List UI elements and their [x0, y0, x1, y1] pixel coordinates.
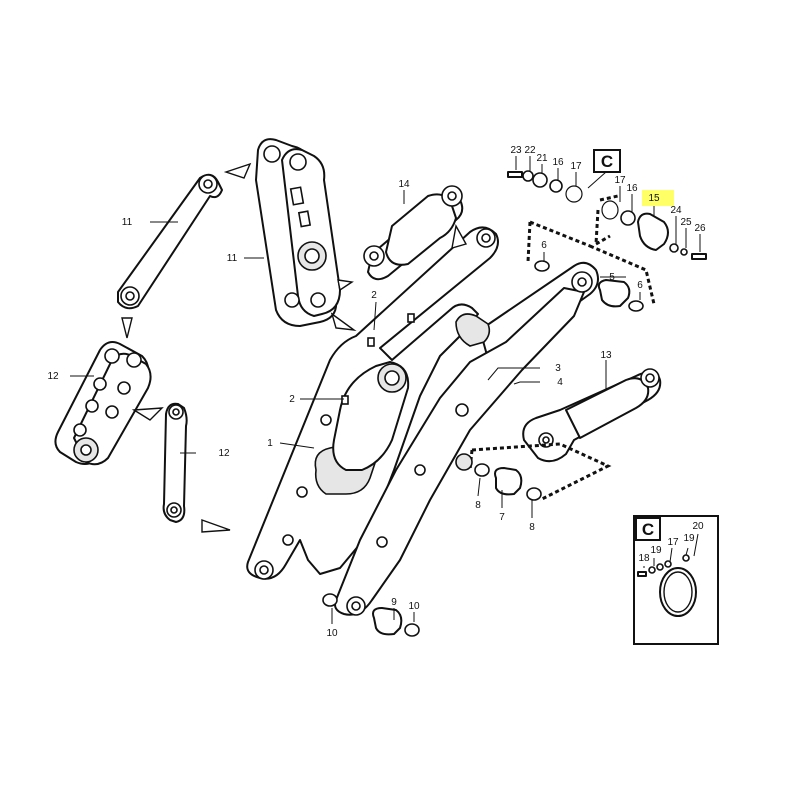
callout-9: 9	[391, 597, 397, 608]
callout-8-left: 8	[475, 500, 481, 511]
callout-17-left: 17	[570, 161, 582, 172]
callout-6-left: 6	[541, 240, 547, 251]
callout-12-rod: 12	[218, 448, 230, 459]
callout-14: 14	[398, 179, 410, 190]
bellcrank-11	[255, 138, 341, 327]
callout-4: 4	[557, 377, 563, 388]
callout-7: 7	[499, 512, 505, 523]
boom-frame-1	[246, 226, 599, 616]
callout-labels: 11 11 12 12 1 2 2 3 4 5 6 6 7 8 8 9 10 1…	[47, 145, 706, 639]
callout-1: 1	[267, 438, 273, 449]
callout-10-left: 10	[326, 628, 338, 639]
detail-callout-17: 17	[667, 537, 679, 548]
callout-22: 22	[524, 145, 536, 156]
detail-callout-18: 18	[638, 553, 650, 564]
callout-16-right: 16	[626, 183, 638, 194]
callout-10-right: 10	[408, 601, 420, 612]
callout-5: 5	[609, 272, 615, 283]
cylinder-14	[363, 185, 464, 281]
callout-12-plates: 12	[47, 371, 59, 382]
pointer-arrows	[121, 162, 468, 533]
callout-2-lower: 2	[289, 394, 295, 405]
link-rod-12	[162, 402, 188, 523]
detail-c-letter: C	[642, 520, 654, 539]
link-rod-11	[117, 173, 223, 310]
view-marker-c: C	[587, 149, 621, 189]
callout-16-left: 16	[552, 157, 564, 168]
callout-11-rod: 11	[122, 217, 133, 228]
callout-15: 15	[648, 193, 660, 204]
detail-callout-19-left: 19	[650, 545, 662, 556]
callout-13: 13	[600, 350, 612, 361]
view-marker-letter: C	[601, 152, 613, 171]
callout-24: 24	[670, 205, 682, 216]
callout-26: 26	[694, 223, 706, 234]
callout-17-right: 17	[614, 175, 626, 186]
callout-8-right: 8	[529, 522, 535, 533]
callout-2-upper: 2	[371, 290, 377, 301]
pin-bushing-assembly-7-8	[455, 442, 612, 502]
callout-21: 21	[536, 153, 548, 164]
pin-bushing-assembly-5-6	[526, 220, 656, 312]
callout-23: 23	[510, 145, 522, 156]
link-plates-12	[54, 341, 152, 466]
cylinder-13	[522, 368, 662, 463]
detail-callout-19-right: 19	[683, 533, 695, 544]
callout-25: 25	[680, 217, 692, 228]
highlight-part-15	[642, 190, 674, 206]
detail-c-inset: C 18 19 17 19 20	[633, 515, 719, 645]
callout-6-right: 6	[637, 280, 643, 291]
callout-11-bellcrank: 11	[227, 253, 238, 264]
pin-hardware-15-26	[507, 170, 707, 260]
detail-callout-20: 20	[692, 521, 704, 532]
callout-3: 3	[555, 363, 561, 374]
